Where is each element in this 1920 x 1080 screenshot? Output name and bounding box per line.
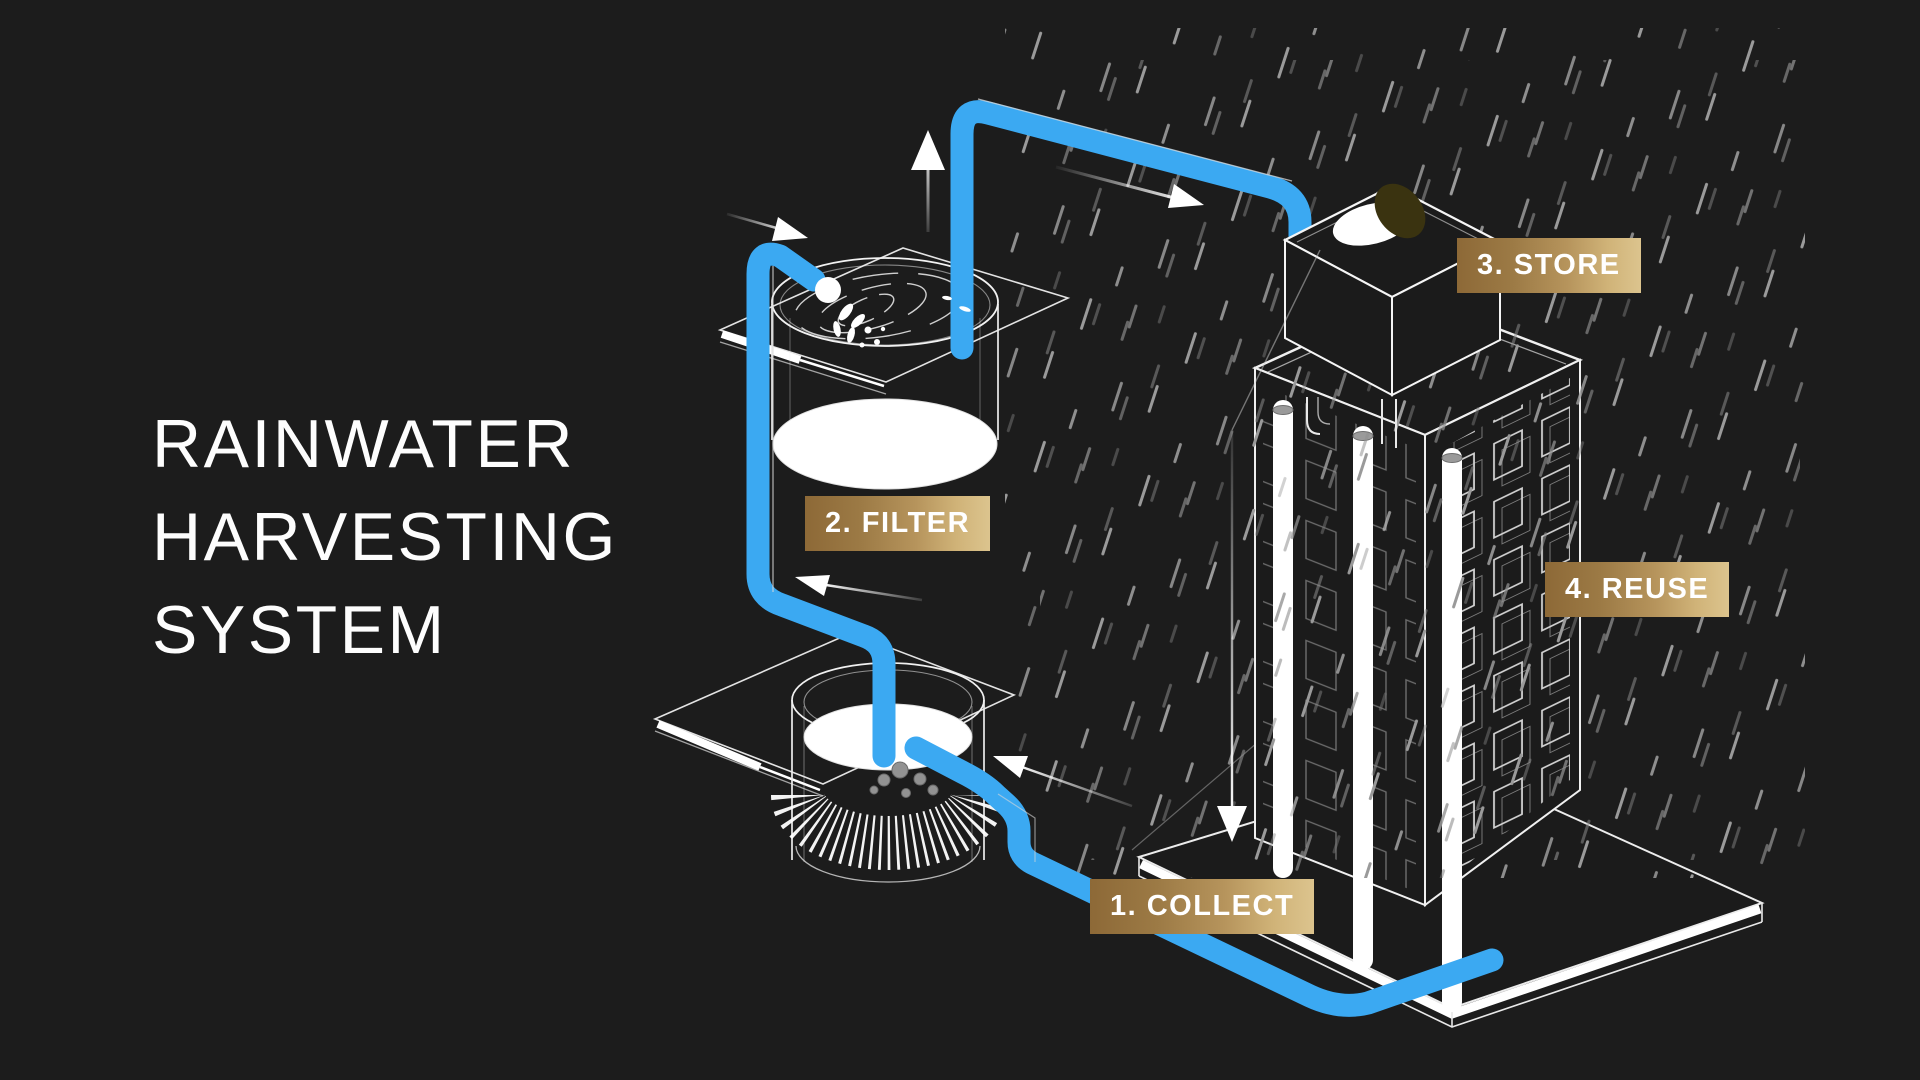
right-arrow-small-icon [726,212,808,241]
step-badge-reuse: 4. REUSE [1545,562,1730,617]
page-title: RAINWATER HARVESTING SYSTEM [152,398,618,677]
tank-lid [1374,183,1426,239]
water-splash [815,277,971,348]
left-arrow-collect-icon [993,756,1133,808]
title-line-3: SYSTEM [152,592,447,668]
left-arrow-filter-icon [795,575,923,602]
pipe-circuit [746,100,1504,1017]
right-arrow-icon [1055,165,1204,208]
filter-bottom-disc [772,398,998,490]
pipe-collect [904,736,1504,1017]
pipe-guide-lines [772,98,1293,862]
step-badge-collect: 1. COLLECT [1090,879,1315,934]
pipe-riser-to-filter [746,242,896,768]
gravel-pebbles [869,761,939,798]
flow-arrows [726,130,1321,842]
down-arrow-icon [1217,249,1321,842]
pipe-filter-to-tank [950,100,1312,360]
step-badge-store: 3. STORE [1457,238,1641,293]
rain [1005,28,1805,878]
strainer-brush [771,792,1005,870]
title-line-1: RAINWATER [152,406,575,482]
collection-unit [652,632,1017,883]
step-badge-filter: 2. FILTER [805,496,991,551]
up-arrow-icon [911,130,945,232]
title-line-2: HARVESTING [152,499,618,575]
